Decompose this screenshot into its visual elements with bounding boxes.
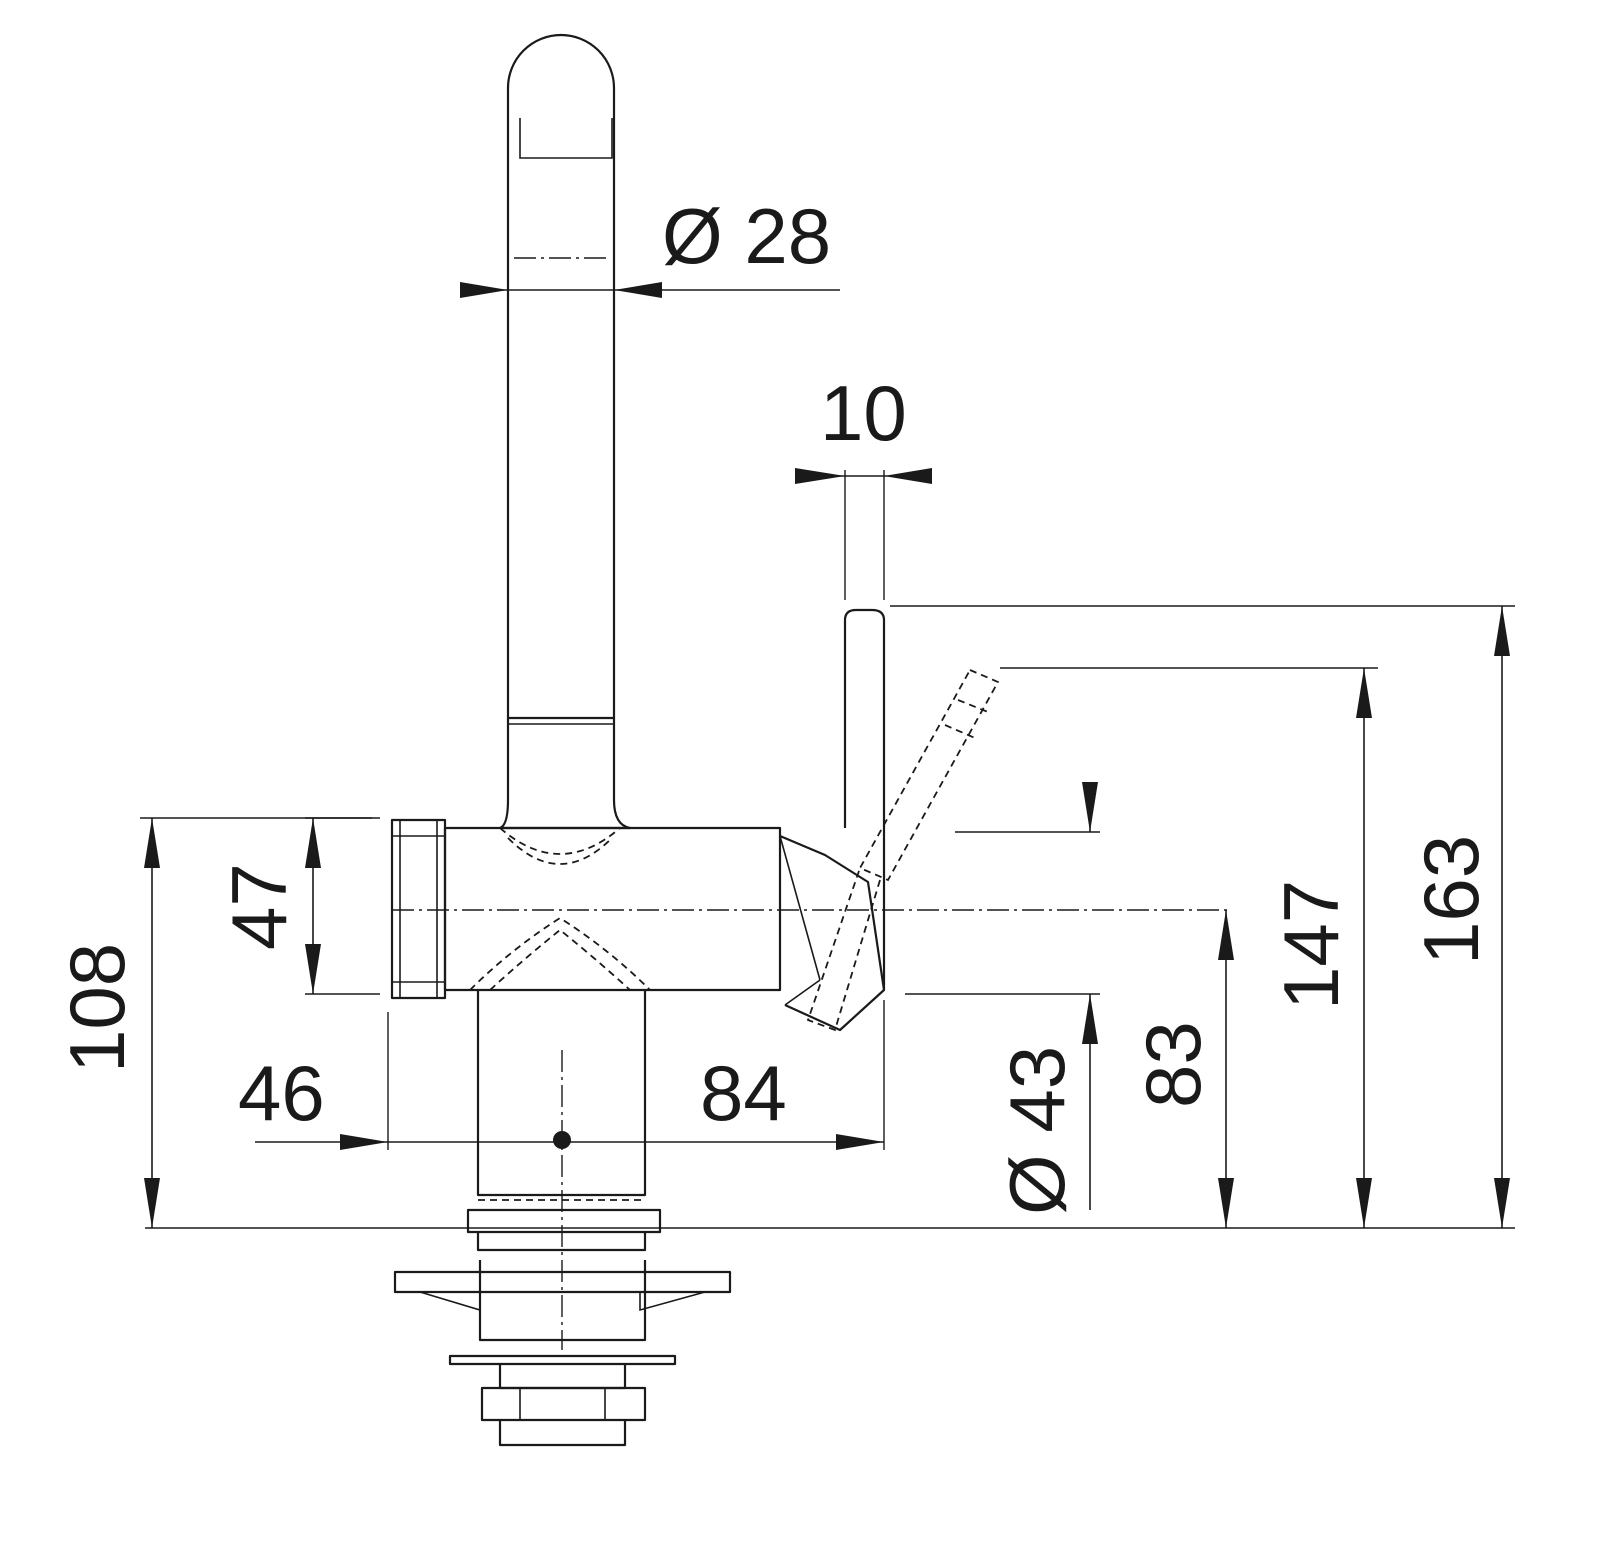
dim-body-height: 108 bbox=[53, 817, 372, 1228]
label-body-height: 108 bbox=[53, 943, 141, 1073]
dim-horizontal-offsets: 46 84 bbox=[238, 1000, 885, 1150]
spout bbox=[498, 33, 632, 830]
dim-body-diameter: Ø 43 bbox=[905, 782, 1100, 1215]
dim-spout-diameter: Ø 28 bbox=[460, 192, 840, 298]
dim-lever-height: 147 bbox=[1000, 667, 1378, 1228]
dim-total-height: 163 bbox=[145, 605, 1515, 1229]
mounting-kit bbox=[393, 990, 732, 1447]
dim-mount-height: 83 bbox=[1129, 910, 1234, 1228]
dim-body-section: 47 bbox=[215, 817, 380, 995]
label-body-section: 47 bbox=[215, 863, 303, 950]
label-lever-height: 147 bbox=[1267, 880, 1355, 1010]
lever-upright bbox=[843, 608, 886, 990]
label-body-diameter: Ø 43 bbox=[993, 1046, 1081, 1215]
mixer-body bbox=[390, 818, 1230, 1032]
label-left-offset: 46 bbox=[238, 1049, 325, 1137]
label-total-height: 163 bbox=[1407, 835, 1495, 965]
label-spout-diameter: Ø 28 bbox=[662, 192, 831, 280]
label-lever-width: 10 bbox=[820, 369, 907, 457]
label-mount-height: 83 bbox=[1129, 1021, 1217, 1108]
label-right-offset: 84 bbox=[700, 1049, 787, 1137]
dim-lever-width: 10 bbox=[795, 369, 932, 600]
lever-tilted bbox=[806, 668, 1000, 1032]
